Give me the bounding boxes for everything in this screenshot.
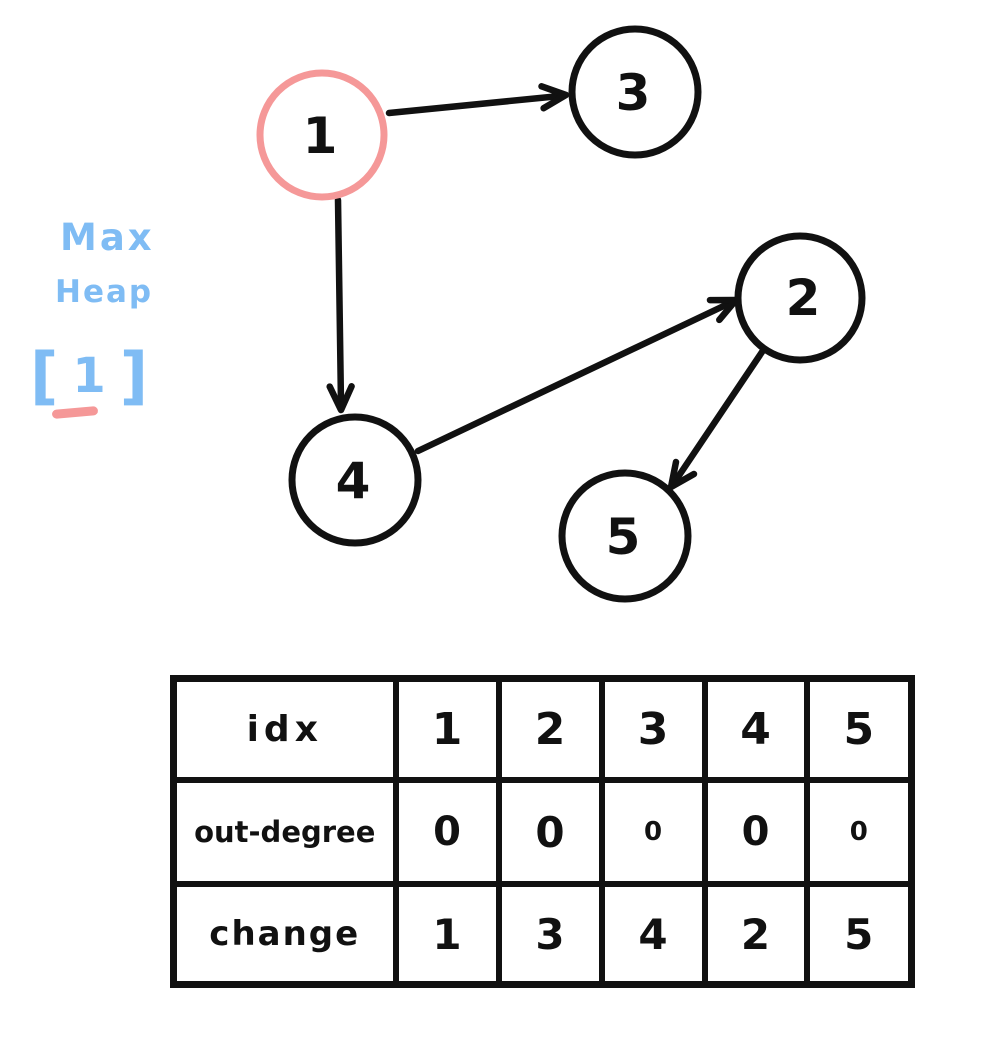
cell-change-5: 5 bbox=[803, 881, 915, 988]
cell-outdegree-4: 0 bbox=[701, 777, 810, 887]
degree-table: idx 1 2 3 4 5 out-degree 0 0 0 0 0 chang… bbox=[170, 675, 915, 988]
cell-idx-5: 5 bbox=[803, 675, 915, 783]
edge-line bbox=[334, 196, 345, 408]
row-label-idx: idx bbox=[170, 675, 399, 783]
edge-line bbox=[672, 345, 768, 484]
cell-idx-2: 2 bbox=[495, 675, 605, 783]
cell-idx-1: 1 bbox=[392, 675, 502, 783]
max-heap-label-line1: Max bbox=[60, 216, 155, 259]
cell-change-3: 4 bbox=[598, 881, 708, 988]
edge-2-5 bbox=[667, 345, 768, 491]
cell-outdegree-1: 0 bbox=[392, 777, 502, 887]
cell-idx-3: 3 bbox=[598, 675, 708, 783]
heap-item: 1 bbox=[52, 341, 111, 419]
edge-line bbox=[385, 92, 564, 117]
max-heap-array: [ 1 ] bbox=[30, 336, 149, 419]
bracket-close: ] bbox=[119, 339, 149, 412]
node-2-circle bbox=[734, 232, 866, 364]
cell-idx-4: 4 bbox=[701, 675, 810, 783]
node-5-circle bbox=[558, 469, 692, 603]
node-2-label: 2 bbox=[786, 269, 821, 327]
row-label-change: change bbox=[170, 881, 399, 988]
node-4: 4 bbox=[288, 413, 422, 547]
heap-value: 1 bbox=[72, 348, 106, 404]
node-5-label: 5 bbox=[606, 508, 641, 566]
cell-change-1: 1 bbox=[392, 881, 502, 988]
edge-1-3 bbox=[385, 83, 570, 117]
node-3-label: 3 bbox=[616, 64, 651, 122]
edge-4-2 bbox=[414, 296, 740, 455]
node-4-circle bbox=[288, 413, 422, 547]
bracket-open: [ bbox=[30, 339, 59, 412]
cell-change-2: 3 bbox=[495, 881, 605, 988]
node-1-label: 1 bbox=[303, 107, 338, 165]
node-4-label: 4 bbox=[336, 452, 371, 510]
table-row-outdegree: out-degree 0 0 0 0 0 bbox=[170, 777, 915, 887]
max-heap-label-line2: Heap bbox=[55, 274, 154, 310]
arrowhead-icon bbox=[538, 83, 570, 112]
cell-outdegree-2: 0 bbox=[495, 777, 605, 887]
edge-1-4 bbox=[326, 196, 355, 414]
table-row-idx: idx 1 2 3 4 5 bbox=[170, 675, 915, 783]
node-3-circle bbox=[568, 25, 702, 159]
cell-change-4: 2 bbox=[701, 881, 810, 988]
cell-outdegree-5: 0 bbox=[803, 777, 915, 887]
arrowhead-icon bbox=[667, 458, 698, 491]
graph-diagram: 1 3 2 4 5 bbox=[256, 25, 866, 603]
node-3: 3 bbox=[568, 25, 702, 159]
node-2: 2 bbox=[734, 232, 866, 364]
node-5: 5 bbox=[558, 469, 692, 603]
node-1-circle bbox=[256, 69, 388, 201]
table-row-change: change 1 3 4 2 5 bbox=[170, 881, 915, 988]
row-label-outdegree: out-degree bbox=[170, 777, 399, 887]
edge-line bbox=[414, 299, 734, 455]
arrowhead-icon bbox=[326, 383, 355, 414]
cell-outdegree-3: 0 bbox=[598, 777, 708, 887]
node-1: 1 bbox=[256, 69, 388, 201]
